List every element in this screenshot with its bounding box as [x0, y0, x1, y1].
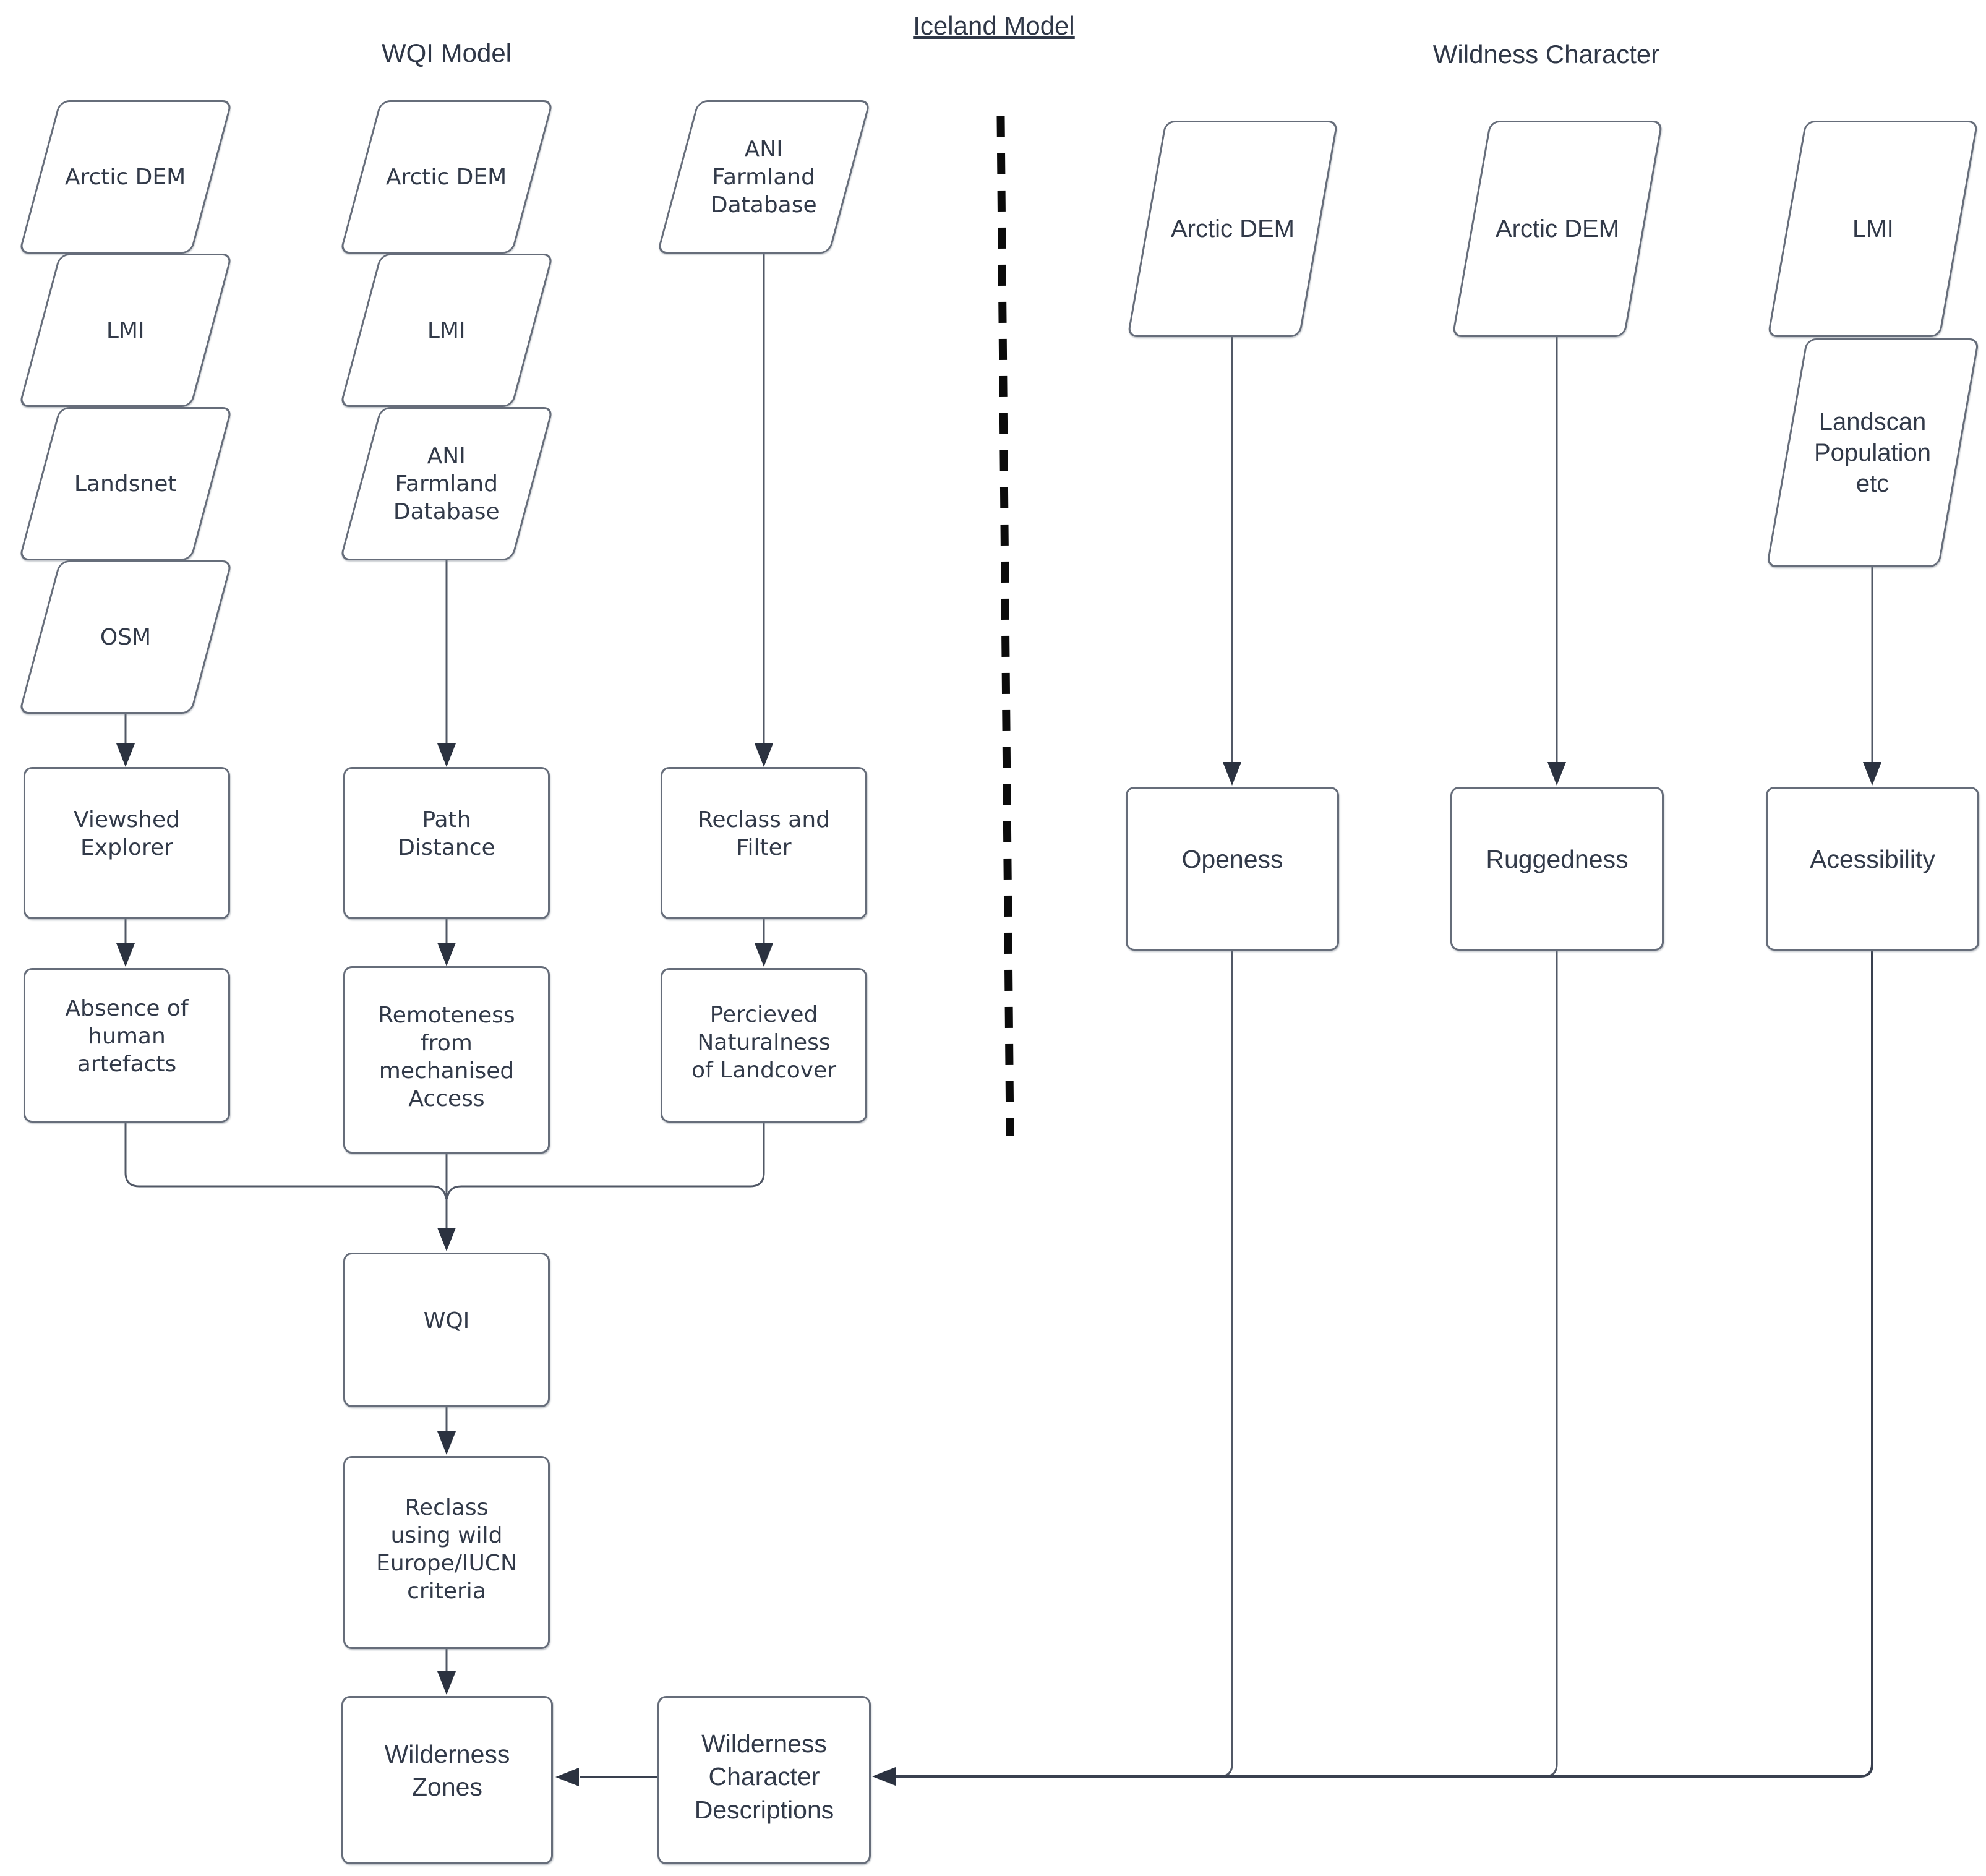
edge-absence-to-merge [124, 1123, 447, 1199]
node-wqi: WQI [343, 1253, 550, 1407]
arrow-arcticdem-to-ruggedness [1547, 762, 1566, 786]
arrow-into-descriptions [872, 1767, 896, 1786]
node-viewshed-explorer: Viewshed Explorer [24, 767, 230, 919]
arrow-pathdistance-to-remoteness [437, 943, 456, 966]
node-reclass-wild-europe-iucn: Reclass using wild Europe/IUCN criteria [343, 1456, 550, 1649]
node-percieved-naturalness-of-landcover: Percieved Naturalness of Landcover [661, 968, 867, 1123]
arrow-descriptions-to-zones [555, 1768, 579, 1786]
node-ruggedness: Ruggedness [1450, 787, 1664, 951]
edge-openess-to-descriptions [896, 951, 1233, 1778]
node-acessibility: Acessibility [1766, 787, 1979, 951]
arrow-wqi-to-reclassiucn [437, 1431, 456, 1455]
arrow-reclassiucn-to-zones [437, 1671, 456, 1695]
diagram-title-iceland-model: Iceland Model [913, 11, 1075, 40]
arrow-arcticdem-to-openess [1223, 762, 1241, 786]
arrow-viewshed-to-absence [116, 943, 135, 967]
node-remoteness-from-mechanised-access: Remoteness from mechanised Access [343, 966, 550, 1154]
node-path-distance: Path Distance [343, 767, 550, 919]
arrow-osm-to-viewshed [116, 743, 135, 767]
arrow-merge-to-wqi [437, 1228, 456, 1251]
edge-acessibility-to-descriptions [896, 951, 1873, 1778]
node-wilderness-zones: Wilderness Zones [341, 1696, 553, 1864]
arrow-ani-to-reclassfilter [755, 743, 773, 767]
section-divider-dashed-line [996, 116, 1014, 1136]
edge-ruggedness-to-descriptions [896, 951, 1558, 1778]
node-reclass-and-filter: Reclass and Filter [661, 767, 867, 919]
node-wilderness-character-descriptions: Wilderness Character Descriptions [657, 1696, 871, 1864]
section-title-wqi-model: WQI Model [381, 38, 512, 67]
edge-percieved-to-merge [446, 1123, 765, 1199]
section-title-wildness-character: Wildness Character [1432, 40, 1660, 69]
node-absence-of-human-artefacts: Absence of human artefacts [24, 968, 230, 1123]
node-openess: Openess [1126, 787, 1339, 951]
arrow-reclassfilter-to-percieved [755, 943, 773, 967]
arrow-landscan-to-acessibility [1863, 762, 1881, 786]
arrow-ani-to-pathdistance [437, 743, 456, 767]
